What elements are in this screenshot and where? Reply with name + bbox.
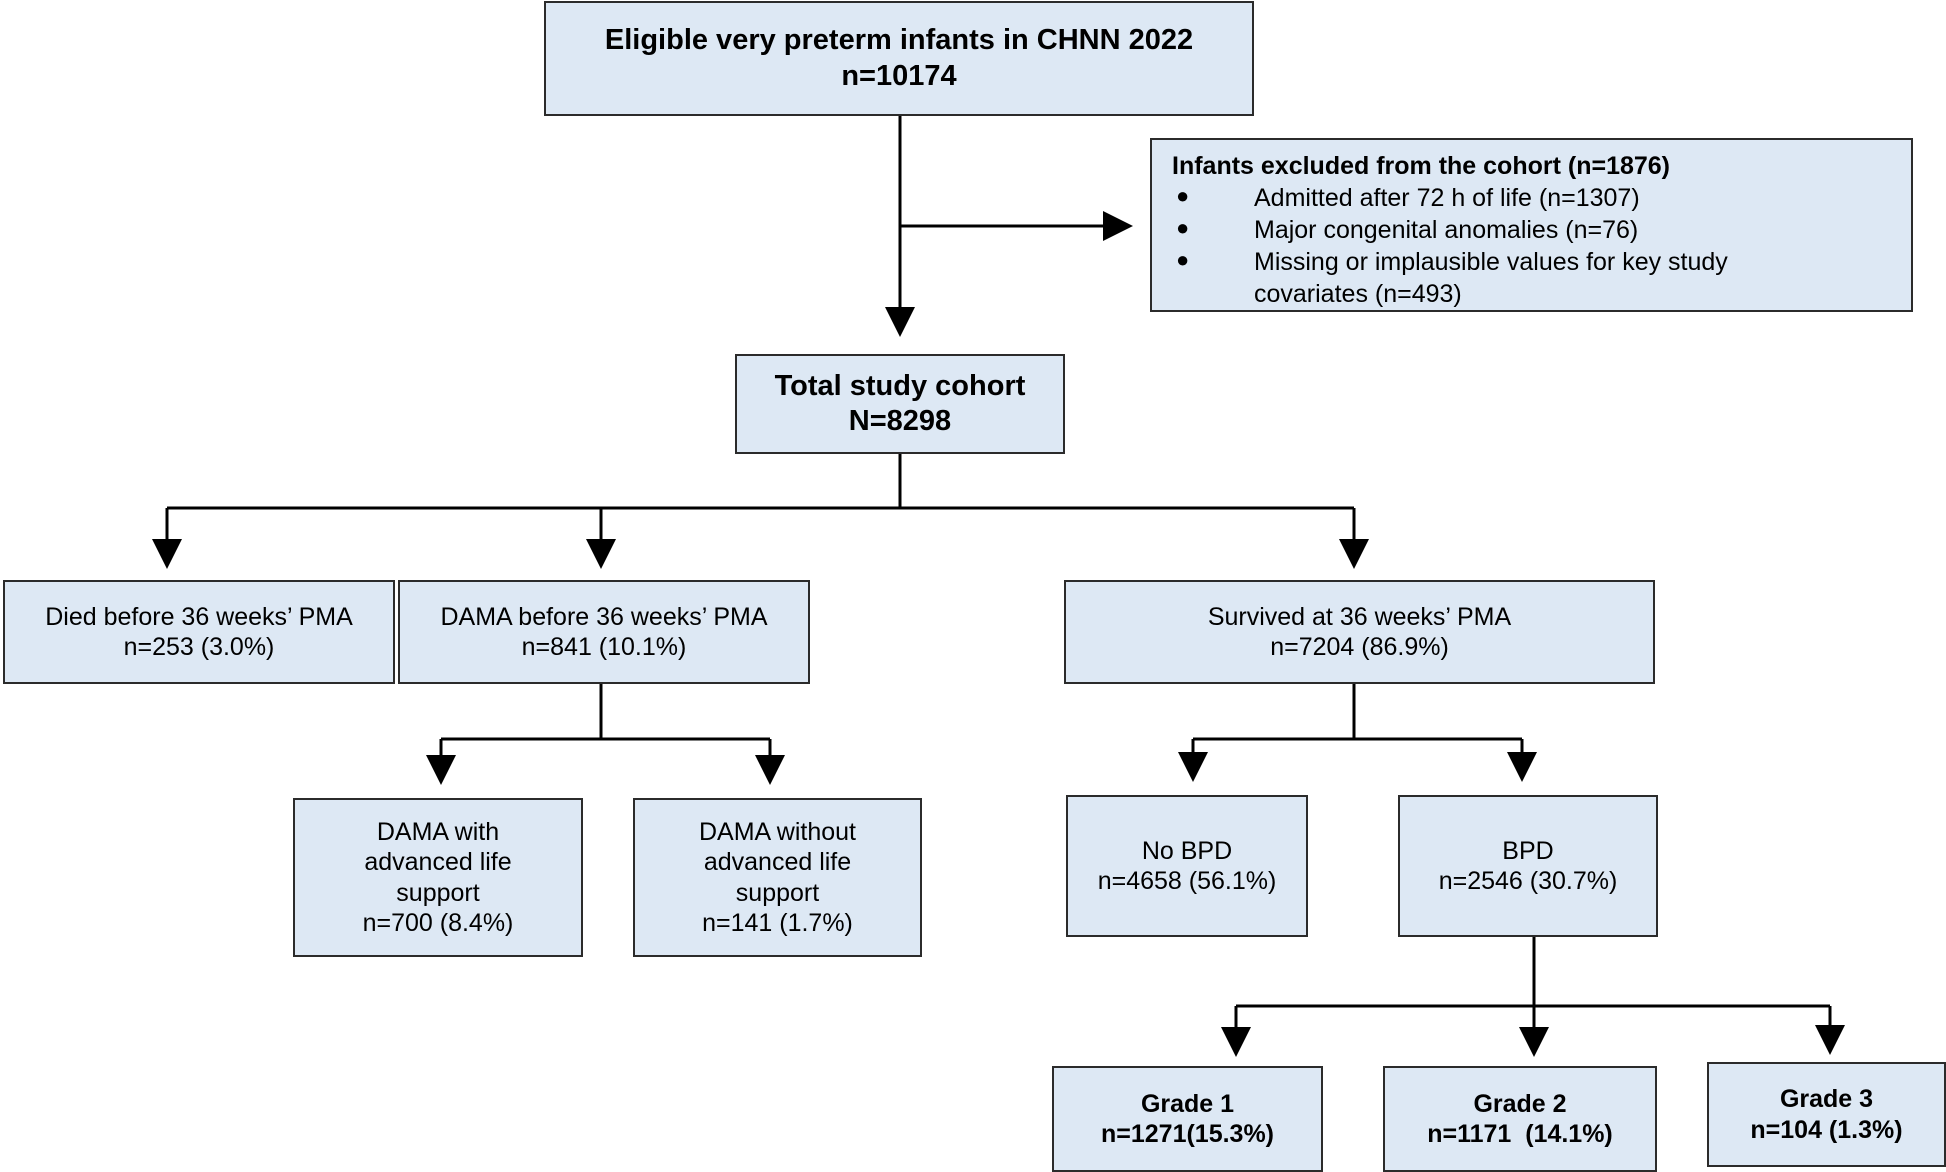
cohort-title: Total study cohort: [774, 369, 1026, 402]
bpd-count: n=2546 (30.7%): [1438, 867, 1618, 895]
excluded-infants-box: Infants excluded from the cohort (n=1876…: [1150, 138, 1913, 312]
excluded-item-text: Admitted after 72 h of life (n=1307): [1254, 184, 1640, 212]
dama-with-line: DAMA with: [376, 817, 500, 846]
survived-label: Survived at 36 weeks’ PMA: [1207, 602, 1512, 631]
excluded-title: Infants excluded from the cohort (n=1876…: [1172, 152, 1671, 180]
excluded-item-text: Major congenital anomalies (n=76): [1254, 216, 1639, 244]
dama-without-line: support: [735, 878, 820, 907]
grade-2-box: Grade 2 n=1171 (14.1%): [1383, 1066, 1657, 1172]
grade-1-label: Grade 1: [1140, 1089, 1235, 1118]
dama-without-support-box: DAMA without advanced life support n=141…: [633, 798, 922, 957]
survived-box: Survived at 36 weeks’ PMA n=7204 (86.9%): [1064, 580, 1655, 684]
bullet-icon: ●: [1176, 247, 1190, 272]
dama-with-line: support: [396, 878, 480, 907]
dama-without-count: n=141 (1.7%): [702, 909, 853, 937]
no-bpd-label: No BPD: [1141, 836, 1233, 865]
excluded-list: ● Admitted after 72 h of life (n=1307) ●…: [1172, 182, 1814, 310]
grade-3-box: Grade 3 n=104 (1.3%): [1707, 1062, 1946, 1167]
survived-count: n=7204 (86.9%): [1270, 633, 1449, 661]
excluded-item: ● Admitted after 72 h of life (n=1307): [1172, 182, 1814, 214]
died-box: Died before 36 weeks’ PMA n=253 (3.0%): [3, 580, 395, 684]
no-bpd-count: n=4658 (56.1%): [1097, 867, 1277, 895]
died-label: Died before 36 weeks’ PMA: [45, 602, 353, 631]
grade-3-label: Grade 3: [1779, 1085, 1874, 1113]
dama-with-line: advanced life: [364, 848, 512, 876]
dama-box: DAMA before 36 weeks’ PMA n=841 (10.1%): [398, 580, 810, 684]
total-cohort-box: Total study cohort N=8298: [735, 354, 1065, 454]
grade-1-count: n=1271(15.3%): [1100, 1120, 1275, 1148]
bpd-box: BPD n=2546 (30.7%): [1398, 795, 1658, 937]
eligible-infants-box: Eligible very preterm infants in CHNN 20…: [544, 1, 1254, 116]
eligible-count: n=10174: [841, 59, 957, 92]
excluded-item-text: Missing or implausible values for key st…: [1254, 248, 1728, 308]
excluded-item: ● Major congenital anomalies (n=76): [1172, 214, 1814, 246]
no-bpd-box: No BPD n=4658 (56.1%): [1066, 795, 1308, 937]
bpd-label: BPD: [1502, 836, 1554, 865]
dama-without-line: DAMA without: [698, 817, 856, 846]
dama-without-line: advanced life: [703, 848, 852, 876]
dama-label: DAMA before 36 weeks’ PMA: [440, 602, 768, 631]
grade-2-count: n=1171 (14.1%): [1427, 1120, 1613, 1148]
dama-with-count: n=700 (8.4%): [362, 909, 514, 937]
eligible-title: Eligible very preterm infants in CHNN 20…: [604, 24, 1194, 57]
grade-1-box: Grade 1 n=1271(15.3%): [1052, 1066, 1323, 1172]
dama-count: n=841 (10.1%): [521, 633, 687, 661]
cohort-count: N=8298: [848, 405, 952, 437]
bullet-icon: ●: [1176, 183, 1190, 208]
excluded-item: ● Missing or implausible values for key …: [1172, 246, 1814, 310]
bullet-icon: ●: [1176, 215, 1190, 240]
dama-with-support-box: DAMA with advanced life support n=700 (8…: [293, 798, 583, 957]
died-count: n=253 (3.0%): [123, 633, 275, 661]
grade-2-label: Grade 2: [1473, 1089, 1567, 1118]
grade-3-count: n=104 (1.3%): [1750, 1115, 1903, 1144]
